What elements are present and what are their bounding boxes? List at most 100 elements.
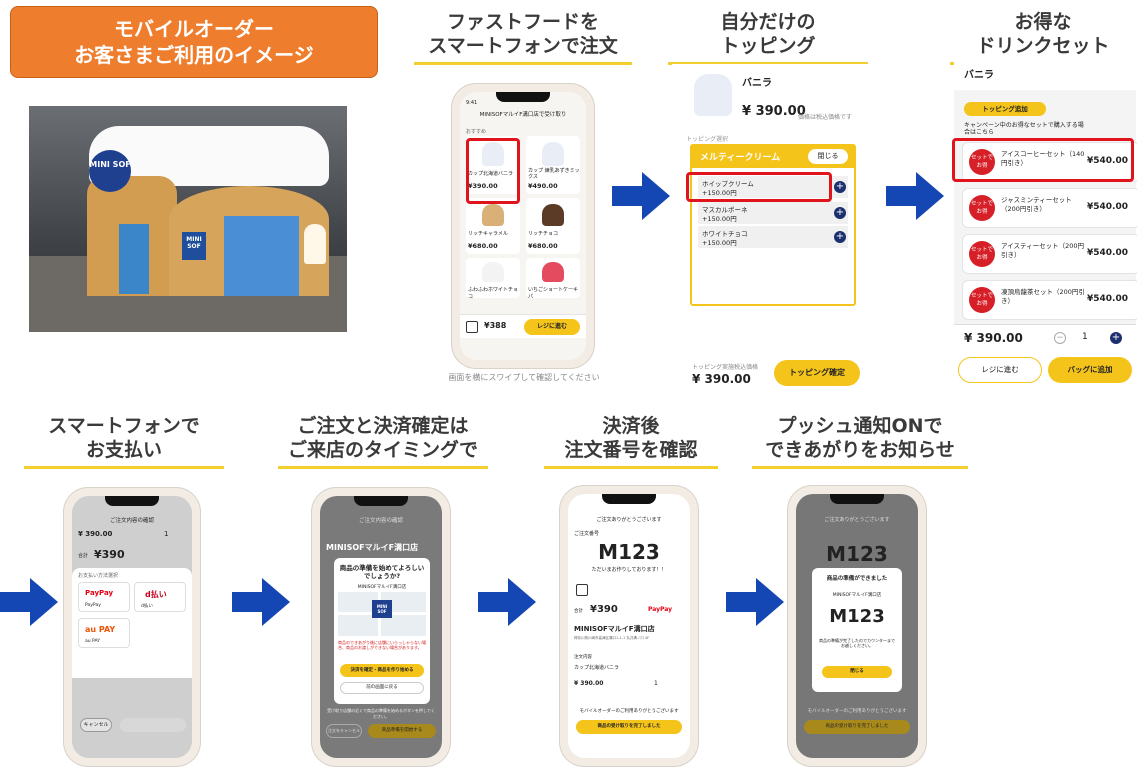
header-line-2: お客さまご利用のイメージ	[74, 43, 314, 67]
plus-icon[interactable]: +	[834, 181, 846, 193]
confirm-modal: 商品の準備を始めてよろしいでしょうか? MINISOFマルイF溝口店 MINI …	[334, 558, 430, 704]
topping-panel: バニラ ¥ 390.00 価格は税込価格です トッピング選択 メルティークリーム…	[672, 64, 868, 388]
add-topping-button[interactable]: トッピング追加	[964, 102, 1046, 116]
highlight-frame	[686, 172, 832, 202]
topping-option[interactable]: ホイップクリーム +150.00円 +	[698, 176, 848, 198]
notification-order-number: M123	[829, 606, 885, 627]
store-photo: MINI SOF MINI SOF	[29, 106, 347, 332]
plus-icon[interactable]: +	[834, 231, 846, 243]
start-preparation-button[interactable]: 決済を確定・商品を作り始める	[340, 664, 424, 677]
received-button[interactable]: 商品の受け取りを完了しました	[804, 720, 910, 734]
phone-confirm: ご注文内容の確認 MINISOFマルイF溝口店 商品の準備を始めてよろしいでしょ…	[312, 488, 450, 766]
highlight-frame	[952, 138, 1134, 182]
set-badge: セットでお得	[969, 149, 995, 175]
topping-option[interactable]: マスカルポーネ +150.00円 +	[698, 202, 848, 224]
paypay-logo: PayPay	[648, 606, 673, 613]
menu-item[interactable]: カップ 練乳あずきミックス ¥490.00	[526, 136, 580, 194]
caption-drink-set: お得なドリンクセット	[950, 10, 1136, 65]
plus-icon[interactable]: +	[1110, 332, 1122, 344]
caption-order-number: 決済後注文番号を確認	[544, 414, 718, 469]
add-to-bag-button[interactable]: バッグに追加	[1048, 357, 1132, 383]
bag-icon	[576, 584, 588, 596]
arrow-right-icon	[232, 578, 290, 626]
product-name: バニラ	[742, 78, 772, 89]
drink-panel: バニラ トッピング追加 キャンペーン中のお得なセットで購入する場合はこちら セッ…	[954, 62, 1137, 388]
menu-cart-bar: ¥388 レジに進む	[460, 314, 586, 338]
caption-payment: スマートフォンでお支払い	[24, 414, 224, 469]
paid-total: ¥390	[590, 604, 618, 615]
footer-price: ¥ 390.00	[692, 372, 751, 386]
phone-notification: ご注文ありがとうございます M123 商品の準備ができました MINISOFマル…	[788, 486, 926, 766]
bag-icon	[466, 321, 478, 333]
store-logo: MINI SOF	[89, 150, 131, 192]
swipe-hint: 画面を横にスワイプして確認してください	[448, 373, 600, 382]
qty-value: 1	[1082, 332, 1088, 342]
caption-push-notification: プッシュ通知ONでできあがりをお知らせ	[752, 414, 968, 469]
map-image: MINI SOF	[338, 592, 426, 636]
set-badge: セットでお得	[969, 241, 995, 267]
d-barai-option[interactable]: d払い d払い	[134, 582, 186, 612]
topping-confirm-button[interactable]: トッピング確定	[774, 360, 860, 386]
checkout-button[interactable]: レジに進む	[524, 319, 580, 335]
menu-item[interactable]: いちごショートケーキパ	[526, 258, 580, 300]
drink-product-name: バニラ	[964, 70, 994, 81]
close-button[interactable]: 閉じる	[808, 149, 848, 164]
cancel-order-button[interactable]: 注文をキャンセル	[326, 724, 362, 738]
menu-item[interactable]: リッチキャラメル ¥680.00	[466, 198, 520, 254]
au-pay-option[interactable]: au PAY au PAY	[78, 618, 130, 648]
menu-item[interactable]: カップ北海道バニラ ¥390.00	[466, 136, 520, 194]
confirm-shop: MINISOFマルイF溝口店	[326, 543, 419, 552]
drink-set-row[interactable]: セットでお得 アイスティーセット（200円引き） ¥540.00	[962, 234, 1137, 274]
cancel-button[interactable]: キャンセル	[80, 718, 112, 732]
plus-icon[interactable]: +	[834, 207, 846, 219]
set-badge: セットでお得	[969, 195, 995, 221]
store-small-sign: MINI SOF	[182, 232, 206, 260]
phone-payment: ご注文内容の確認 ¥ 390.00 1 合計 ¥390 お支払い方法選択 Pay…	[64, 488, 200, 766]
drink-set-row[interactable]: セットでお得 ジャスミンティーセット（200円引き） ¥540.00	[962, 188, 1137, 228]
caption-confirm-timing: ご注文と決済確定はご来店のタイミングで	[278, 414, 488, 469]
caption-topping: 自分だけのトッピング	[668, 10, 868, 65]
arrow-right-icon	[612, 172, 670, 220]
arrow-right-icon	[0, 578, 58, 626]
received-button[interactable]: 商品の受け取りを完了しました	[576, 720, 682, 734]
disabled-pay-button	[120, 718, 186, 732]
modal-title: 商品の準備を始めてよろしいでしょうか?	[339, 564, 425, 580]
product-price: ¥ 390.00	[742, 104, 806, 119]
topping-option[interactable]: ホワイトチョコ +150.00円 +	[698, 226, 848, 248]
paypay-option[interactable]: PayPay PayPay	[78, 582, 130, 612]
back-button[interactable]: 前の画面に戻る	[340, 682, 424, 694]
arrow-right-icon	[886, 172, 944, 220]
menu-shop: MINISOFマルイF溝口店で受け取り	[479, 112, 567, 118]
menu-item[interactable]: リッチチョコ ¥680.00	[526, 198, 580, 254]
set-badge: セットでお得	[969, 287, 995, 313]
topping-group: メルティークリーム 閉じる ホイップクリーム +150.00円 + マスカルポー…	[690, 144, 856, 306]
phone-order-number: ご注文ありがとうございます ご注文番号 M123 ただいまお作りしております！！…	[560, 486, 698, 766]
map-pin-icon: MINI SOF	[372, 600, 392, 618]
order-number: M123	[598, 540, 660, 564]
notification-title: 商品の準備ができました	[826, 576, 888, 582]
menu-section: おすすめ	[466, 129, 487, 135]
arrow-right-icon	[726, 578, 784, 626]
drink-total: ¥ 390.00	[964, 331, 1023, 345]
phone-menu: 9:41 MINISOFマルイF溝口店で受け取り おすすめ カップ北海道バニラ …	[452, 84, 594, 368]
caption-order: ファストフードをスマートフォンで注文	[414, 10, 632, 65]
header-line-1: モバイルオーダー	[114, 17, 274, 41]
to-register-button[interactable]: レジに進む	[958, 357, 1042, 383]
product-image	[694, 74, 732, 116]
pay-total: ¥390	[94, 548, 125, 561]
minus-icon[interactable]: −	[1054, 332, 1066, 344]
drink-set-row[interactable]: セットでお得 アイスコーヒーセット（140円引き） ¥540.00	[962, 142, 1137, 182]
topping-group-title: メルティークリーム	[700, 153, 781, 163]
payment-sheet: お支払い方法選択 PayPay PayPay d払い d払い au PAY au…	[72, 568, 192, 678]
pay-title: ご注文内容の確認	[109, 518, 154, 524]
arrow-right-icon	[478, 578, 536, 626]
drink-set-row[interactable]: セットでお得 凍頂烏龍茶セット（200円引き） ¥540.00	[962, 280, 1137, 320]
close-button[interactable]: 閉じる	[822, 666, 892, 678]
header-title-box: モバイルオーダー お客さまご利用のイメージ	[10, 6, 378, 78]
begin-button[interactable]: 商品準備を開始する	[368, 724, 436, 738]
status-time: 9:41	[466, 100, 478, 106]
notification-modal: 商品の準備ができました MINISOFマルイF溝口店 M123 商品の準備が完了…	[812, 568, 902, 692]
highlight-frame	[466, 138, 520, 204]
menu-item[interactable]: ふわふわホワイトチョコ	[466, 258, 520, 300]
cart-total: ¥388	[484, 321, 507, 330]
